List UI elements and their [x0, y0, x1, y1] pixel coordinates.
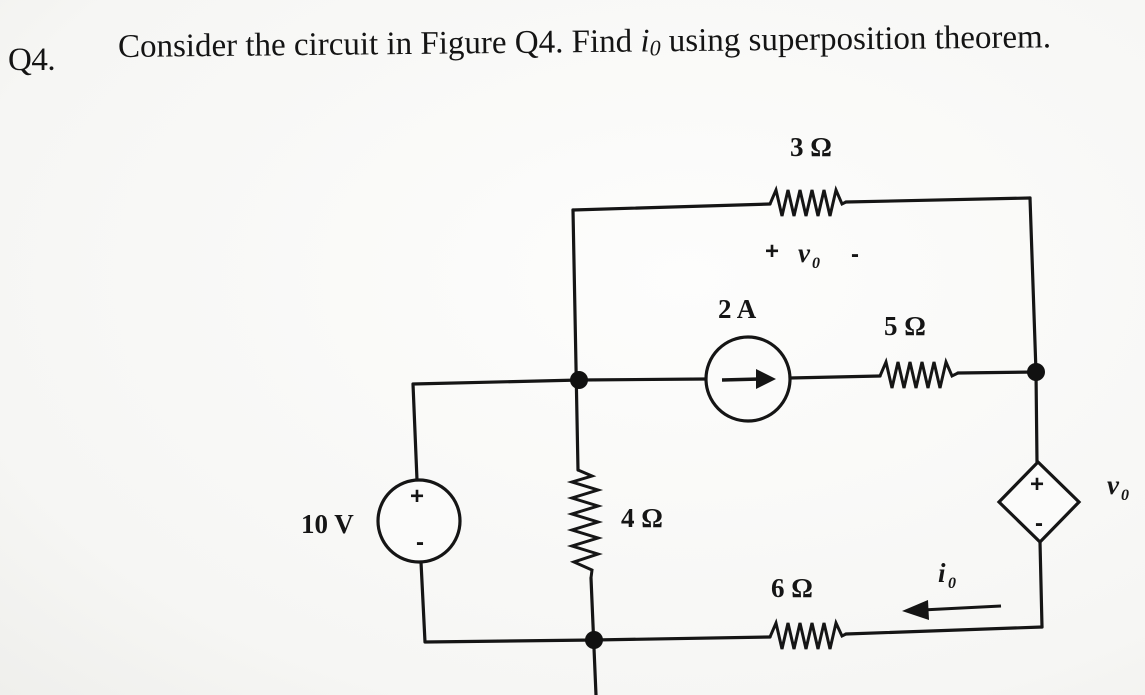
label-4ohm: 4 Ω [621, 503, 663, 533]
resistor-4ohm [566, 468, 604, 579]
wire-right-vertical-top [1028, 196, 1038, 374]
dependent-source-minus: - [1035, 510, 1043, 537]
i0-current-arrow-icon [902, 600, 1002, 620]
label-10v: 10 V [301, 509, 354, 539]
resistor-6ohm [768, 618, 847, 650]
wire-bottom-left [592, 635, 772, 642]
current-arrow-icon [756, 369, 776, 389]
v0-label-symbol: v [798, 238, 811, 268]
wire-right-to-dep [1034, 370, 1039, 464]
v0-label-sub: 0 [812, 255, 820, 272]
wire-vs-bottom [419, 560, 596, 644]
node-lower-left [585, 631, 603, 649]
v0-minus-sign: - [851, 241, 859, 268]
wire-bottom-right [844, 625, 1044, 636]
wire-middle-right [956, 370, 1038, 375]
wire-vs-top [411, 378, 582, 482]
voltage-source-plus: + [410, 483, 424, 510]
voltage-source-10v [376, 478, 462, 564]
dependent-source-label-symbol: v [1107, 470, 1120, 500]
question-number: Q4. [8, 42, 56, 78]
i0-label-sub: 0 [948, 575, 956, 592]
i0-label-symbol: i [938, 558, 946, 588]
circuit-wires [411, 196, 1044, 695]
label-2a: 2 A [718, 294, 757, 324]
label-5ohm: 5 Ω [884, 311, 926, 341]
dependent-voltage-source [996, 459, 1082, 545]
label-6ohm: 6 Ω [771, 573, 813, 603]
wire-middle-left [578, 377, 708, 382]
wire-top-right [844, 196, 1032, 204]
label-3ohm: 3 Ω [790, 132, 832, 162]
node-upper-left [570, 371, 588, 389]
dependent-source-label-sub: 0 [1121, 487, 1129, 504]
wire-top-left [571, 202, 772, 212]
wire-middle-mid [788, 374, 882, 380]
voltage-source-minus: - [416, 529, 424, 556]
node-upper-right [1027, 363, 1045, 381]
dependent-source-plus: + [1030, 471, 1044, 498]
v0-plus-sign: + [765, 238, 779, 265]
wire-dep-to-bottom [1038, 540, 1044, 629]
resistor-3ohm [768, 185, 847, 217]
resistor-5ohm [878, 357, 959, 389]
wire-left-vertical-top [571, 208, 580, 472]
current-source-2a [704, 335, 792, 423]
